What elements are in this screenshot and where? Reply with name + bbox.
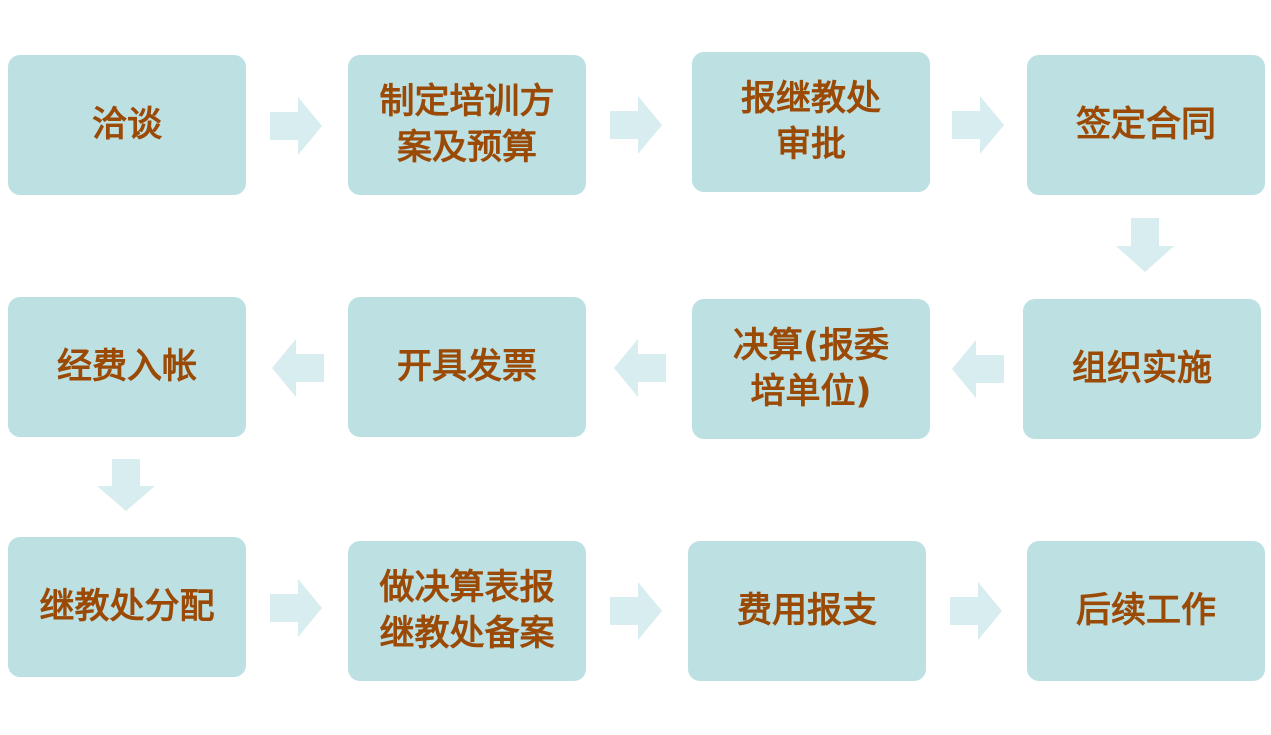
step-file-box: 做决算表报 继教处备案 bbox=[348, 541, 586, 681]
step-allocate-box: 继教处分配 bbox=[8, 537, 246, 677]
step-settle-box: 决算(报委 培单位) bbox=[692, 299, 930, 439]
arrow-right-icon bbox=[610, 96, 662, 154]
arrow-right-icon bbox=[610, 582, 662, 640]
step-file-label: 做决算表报 继教处备案 bbox=[379, 568, 555, 654]
step-plan-box: 制定培训方 案及预算 bbox=[348, 55, 586, 195]
step-plan-label: 制定培训方 案及预算 bbox=[379, 82, 555, 168]
arrow-right-icon bbox=[270, 579, 322, 637]
step-approve-label: 报继教处 审批 bbox=[740, 79, 881, 165]
step-settle-label: 决算(报委 培单位) bbox=[733, 326, 889, 412]
arrow-down-icon bbox=[1116, 218, 1174, 272]
step-followup-box: 后续工作 bbox=[1027, 541, 1265, 681]
arrow-left-icon bbox=[952, 340, 1004, 398]
arrow-right-icon bbox=[950, 582, 1002, 640]
step-implement-box: 组织实施 bbox=[1023, 299, 1261, 439]
arrow-right-icon bbox=[952, 96, 1004, 154]
arrow-left-icon bbox=[272, 339, 324, 397]
step-allocate-label: 继教处分配 bbox=[39, 587, 215, 627]
step-invoice-label: 开具发票 bbox=[396, 347, 537, 387]
step-approve-box: 报继教处 审批 bbox=[692, 52, 930, 192]
step-negotiate-label: 洽谈 bbox=[91, 105, 162, 145]
step-reimburse-box: 费用报支 bbox=[688, 541, 926, 681]
step-followup-label: 后续工作 bbox=[1075, 591, 1216, 631]
step-account-box: 经费入帐 bbox=[8, 297, 246, 437]
arrow-left-icon bbox=[614, 339, 666, 397]
arrow-down-icon bbox=[97, 459, 155, 511]
arrow-right-icon bbox=[270, 97, 322, 155]
step-invoice-box: 开具发票 bbox=[348, 297, 586, 437]
step-negotiate-box: 洽谈 bbox=[8, 55, 246, 195]
step-contract-box: 签定合同 bbox=[1027, 55, 1265, 195]
step-account-label: 经费入帐 bbox=[56, 347, 197, 387]
step-implement-label: 组织实施 bbox=[1071, 349, 1212, 389]
step-contract-label: 签定合同 bbox=[1075, 105, 1216, 145]
step-reimburse-label: 费用报支 bbox=[736, 591, 877, 631]
